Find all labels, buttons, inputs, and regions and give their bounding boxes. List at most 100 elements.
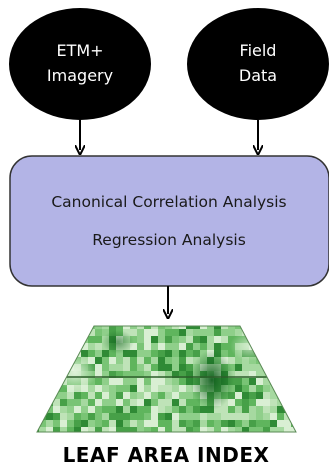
map-cell [172,343,179,350]
map-cell [235,364,242,371]
map-cell [207,413,214,420]
map-cell [39,392,46,399]
map-cell [46,434,53,441]
map-cell [263,378,270,385]
map-cell [298,350,305,357]
map-cell [165,364,172,371]
map-cell [123,420,130,427]
map-cell [284,385,291,392]
map-cell [256,364,263,371]
map-cell [123,427,130,432]
map-cell [46,343,53,350]
input-node-field-data: Field Data [187,8,329,120]
map-cell [46,385,53,392]
map-cell [151,413,158,420]
map-cell [235,427,242,432]
map-cell [137,434,144,441]
map-cell [88,385,95,392]
map-cell [130,357,137,364]
map-cell [102,350,109,357]
map-cell [130,399,137,406]
map-cell [81,427,88,432]
map-cell [158,371,165,378]
map-cell [228,420,235,427]
map-cell [249,336,256,343]
map-dark-patch [190,350,234,410]
map-cell [235,371,242,378]
map-cell [235,413,242,420]
map-cell [123,392,130,399]
map-cell [277,357,284,364]
map-cell [95,392,102,399]
map-cell [53,406,60,413]
map-cell [123,399,130,406]
map-cell [67,357,74,364]
map-cell [109,371,116,378]
map-cell [67,399,74,406]
map-cell [95,350,102,357]
map-cell [116,371,123,378]
map-cell [249,326,256,329]
map-cell [242,378,249,385]
map-cell [263,413,270,420]
map-cell [46,392,53,399]
map-cell [81,350,88,357]
map-cell [123,364,130,371]
map-cell [53,413,60,420]
map-cell [144,336,151,343]
map-cell [158,357,165,364]
map-cell [81,413,88,420]
map-cell [130,434,137,441]
map-cell [270,357,277,364]
map-cell [172,371,179,378]
map-cell [158,326,165,329]
map-cell [179,392,186,399]
map-cell [67,336,74,343]
map-cell [130,378,137,385]
map-cell [270,434,277,441]
map-cell [263,364,270,371]
map-cell [291,326,296,329]
map-cell [39,378,46,385]
map-cell [291,413,296,420]
map-cell [228,350,235,357]
map-cell [144,357,151,364]
map-cell [235,434,242,441]
map-cell [200,336,207,343]
map-cell [291,434,298,441]
map-cell [123,406,130,413]
map-cell [179,385,186,392]
map-cell [221,350,228,357]
map-cell [88,336,95,343]
map-cell [151,364,158,371]
map-cell [46,364,53,371]
map-cell [221,336,228,343]
map-cell [214,427,221,432]
map-cell [165,336,172,343]
map-cell [186,336,193,343]
map-cell [137,357,144,364]
map-cell [298,413,305,420]
map-cell [81,420,88,427]
map-cell [37,343,39,350]
map-cell [37,364,39,371]
map-cell [277,427,284,432]
map-cell [298,364,305,371]
map-cell [165,434,172,441]
map-cell [95,427,102,432]
map-cell [256,378,263,385]
map-cell [242,406,249,413]
map-cell [186,420,193,427]
map-cell [130,420,137,427]
map-cell [228,413,235,420]
map-cell [179,420,186,427]
map-cell [53,329,60,336]
map-cell [37,329,39,336]
map-cell [158,329,165,336]
map-cell [242,371,249,378]
map-cell [81,343,88,350]
map-cell [144,427,151,432]
leaf-area-index-map [36,322,305,441]
map-cell [102,406,109,413]
map-cell [298,322,305,329]
